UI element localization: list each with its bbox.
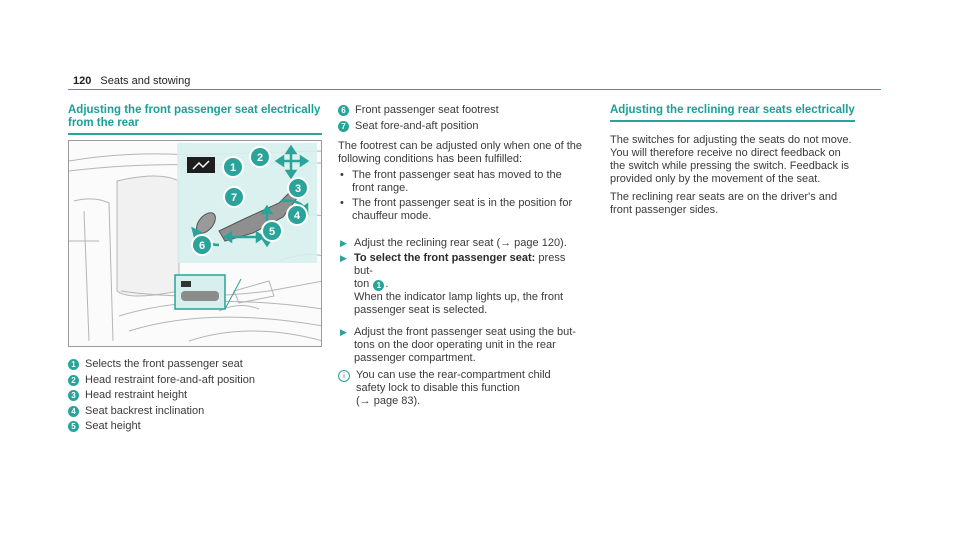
step-arrow-icon: ▶ (340, 252, 347, 263)
left-heading-line2: from the rear (68, 117, 139, 129)
legend-item: 6 Front passenger seat footrest (338, 104, 583, 117)
legend-text: Selects the front passenger seat (85, 358, 243, 370)
legend-item: 1 Selects the front passenger seat (68, 358, 328, 371)
bullet-text: front range. (352, 181, 409, 194)
instruction-step: ▶ Adjust the reclining rear seat (→ page… (338, 237, 583, 250)
bullet-dot: • (340, 168, 344, 181)
svg-text:5: 5 (269, 226, 275, 238)
bullet-text: The front passenger seat is in the posit… (352, 196, 573, 209)
legend-badge-2: 2 (68, 374, 79, 386)
switch-feedback-paragraph: The switches for adjusting the seats do … (610, 134, 875, 186)
bullet-text: The front passenger seat has moved to th… (352, 168, 562, 181)
figure-badge-3: 3 (287, 177, 309, 199)
legend-badge-1: 1 (68, 359, 79, 370)
intro-line: following conditions has been fulfilled: (338, 152, 523, 165)
legend-text: Seat backrest inclination (85, 404, 205, 417)
step-text: When the indicator lamp lights up, the f… (354, 290, 564, 303)
legend-badge-5: 5 (68, 421, 79, 432)
svg-text:7: 7 (231, 192, 237, 204)
condition-bullet: • The front passenger seat has moved to … (338, 169, 583, 195)
left-heading-line1: Adjusting the front passenger seat elect… (68, 104, 321, 116)
para-line: the switch while pressing the switch. Fe… (610, 159, 850, 172)
svg-text:1: 1 (230, 162, 236, 174)
instruction-step: ▶ To select the front passenger seat: pr… (338, 252, 583, 317)
legend-item: 3 Head restraint height (68, 389, 328, 402)
legend-badge-3: 3 (68, 390, 79, 401)
step-text: Adjust the reclining rear seat (→ page 1… (354, 236, 567, 249)
note-text: (→ page 83). (356, 394, 421, 407)
para-line: The switches for adjusting the seats do … (610, 133, 852, 146)
legend-text: Seat fore-and-aft position (355, 119, 479, 132)
right-heading: Adjusting the reclining rear seats elect… (610, 104, 855, 116)
step-arrow-icon: ▶ (340, 237, 347, 248)
step-text: ton (354, 277, 373, 290)
para-line: The reclining rear seats are on the driv… (610, 190, 838, 203)
intro-line: The footrest can be adjusted only when o… (338, 139, 582, 152)
legend-item: 2 Head restraint fore-and-aft position (68, 374, 328, 387)
figure-badge-5: 5 (261, 220, 283, 242)
svg-text:2: 2 (257, 152, 263, 164)
inline-badge-1: 1 (373, 279, 385, 291)
footrest-intro: The footrest can be adjusted only when o… (338, 140, 583, 166)
seat-location-paragraph: The reclining rear seats are on the driv… (610, 191, 875, 217)
figure-badge-7: 7 (223, 186, 245, 208)
note-text: safety lock to disable this function (356, 381, 520, 394)
step-text: . (385, 277, 389, 290)
step-text: Adjust the front passenger seat using th… (354, 325, 576, 338)
para-line: You will therefore receive no direct fee… (610, 146, 841, 159)
step-text: passenger seat is selected. (354, 303, 488, 316)
step-text: press but- (354, 251, 566, 277)
figure-badge-1: 1 (222, 156, 244, 178)
svg-text:4: 4 (294, 210, 301, 222)
seat-controls-figure: 1 2 3 4 5 6 7 (68, 140, 322, 347)
legend-item: 5 Seat height (68, 420, 328, 433)
condition-bullet: • The front passenger seat is in the pos… (338, 197, 583, 223)
legend-item: 7 Seat fore-and-aft position (338, 120, 583, 133)
legend-text: Front passenger seat footrest (355, 104, 499, 116)
para-line: provided only by the movement of the sea… (610, 172, 821, 185)
legend-badge-7: 7 (338, 120, 349, 132)
step-text: tons on the door operating unit in the r… (354, 338, 556, 351)
page-number: 120 (73, 75, 92, 87)
car-interior-illustration: 1 2 3 4 5 6 7 (69, 143, 321, 342)
figure-badge-4: 4 (286, 204, 308, 226)
legend-text: Seat height (85, 420, 141, 432)
header-rule (68, 89, 881, 90)
right-heading-block: Adjusting the reclining rear seats elect… (610, 104, 855, 122)
bullet-dot: • (340, 196, 344, 209)
right-heading-rule (610, 120, 855, 122)
right-column: Adjusting the reclining rear seats elect… (610, 104, 875, 225)
note-text: You can use the rear-compartment child (356, 368, 551, 381)
svg-text:6: 6 (199, 240, 205, 252)
figure-badge-2: 2 (249, 146, 271, 168)
step-arrow-icon: ▶ (340, 326, 347, 337)
middle-column: 6 Front passenger seat footrest 7 Seat for… (338, 104, 583, 408)
callout-line (224, 278, 242, 310)
info-note: i You can use the rear-compartment child… (338, 369, 583, 408)
figure-badge-6: 6 (191, 234, 213, 256)
bullet-text: chauffeur mode. (352, 209, 432, 222)
section-title: Seats and stowing (100, 75, 191, 87)
step-text: passenger compartment. (354, 351, 476, 364)
instruction-step: ▶ Adjust the front passenger seat using … (338, 326, 583, 365)
left-heading-rule (68, 133, 322, 135)
svg-text:3: 3 (295, 183, 301, 195)
left-heading-block: Adjusting the front passenger seat elect… (68, 104, 322, 135)
para-line: front passenger sides. (610, 203, 719, 216)
info-icon: i (338, 369, 350, 382)
legend-text: Head restraint height (85, 389, 188, 401)
page-header: 120 Seats and stowing (73, 75, 190, 87)
legend-text: Head restraint fore-and-aft position (85, 373, 255, 386)
legend-badge-4: 4 (68, 405, 79, 417)
legend-badge-6: 6 (338, 105, 349, 116)
legend-item: 4 Seat backrest inclination (68, 405, 328, 418)
step-bold-text: To select the front passenger seat: (354, 251, 536, 264)
